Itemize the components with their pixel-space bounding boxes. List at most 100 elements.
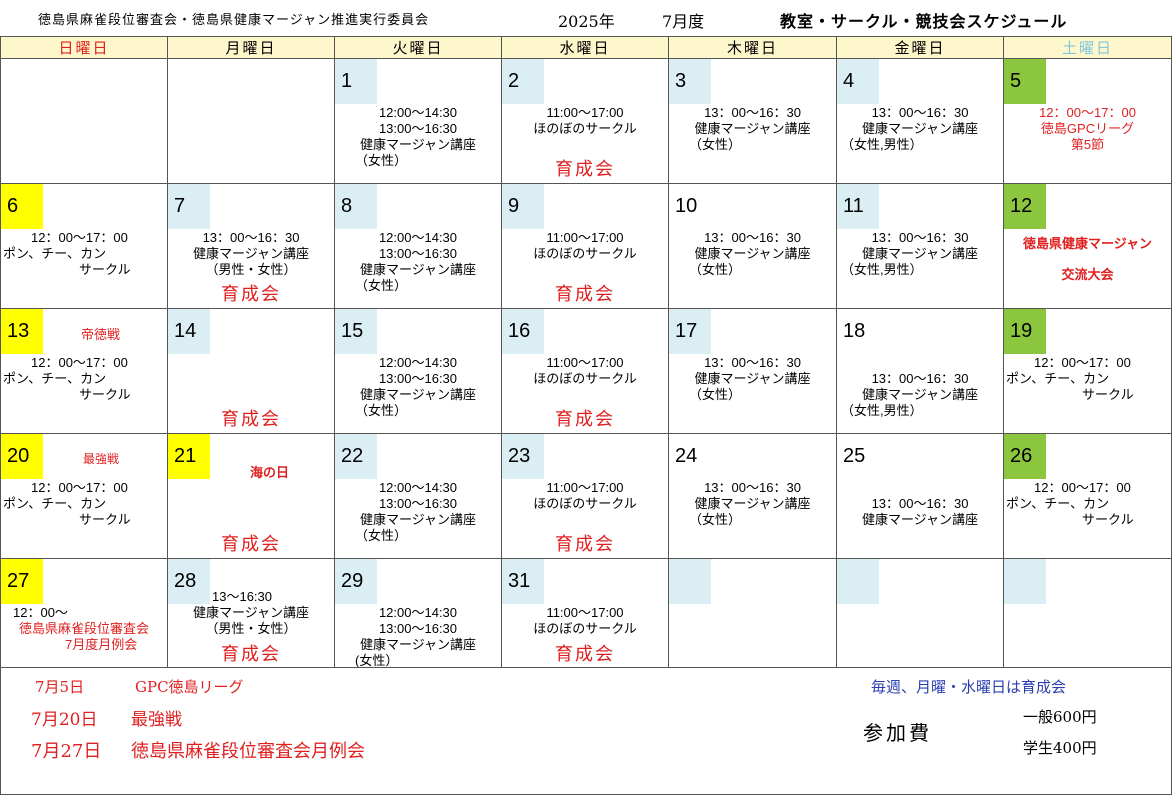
- empty-day-cell: [836, 558, 1004, 668]
- schedule-line: ポン、チー、カン: [3, 246, 107, 261]
- calendar-table: 日曜日 月曜日 火曜日 水曜日 木曜日 金曜日 土曜日 1 12:00～14:3…: [0, 36, 1172, 668]
- day-cell: 7 13：00～16：30 健康マージャン講座 （男性・女性） 育成会: [167, 183, 335, 309]
- day-schedule: 12:00～14:30 13:00～16:30 健康マージャン講座 （女性）: [336, 230, 501, 294]
- date-number: 9: [502, 184, 544, 229]
- day-cell: 21 海の日 育成会: [167, 433, 335, 559]
- day-cell: 9 11:00～17:00 ほのぼのサークル 育成会: [501, 183, 669, 309]
- weekday-thursday: 木曜日: [668, 36, 837, 59]
- date-number: 19: [1004, 309, 1046, 354]
- fee-student: 学生400円: [1023, 739, 1097, 757]
- schedule-line: ほのぼのサークル: [533, 371, 637, 386]
- day-schedule: 12:00～14:30 13:00～16:30 健康マージャン講座 （女性）: [336, 105, 501, 169]
- schedule-line: 徳島県麻雀段位審査会: [18, 621, 149, 636]
- event-label: 帝徳戦: [81, 327, 121, 342]
- schedule-line: （女性,男性）: [841, 403, 923, 418]
- empty-day-cell: [668, 558, 837, 668]
- schedule-line: 健康マージャン講座: [861, 387, 979, 402]
- schedule-line: 健康マージャン講座: [694, 246, 811, 261]
- day-cell: 29 12:00～14:30 13:00～16:30 健康マージャン講座 (女性…: [334, 558, 502, 668]
- schedule-line: 13：00～16：30: [704, 230, 801, 245]
- event-summary-date: 7月5日: [35, 678, 85, 696]
- day-schedule: 11:00～17:00 ほのぼのサークル: [503, 105, 668, 137]
- date-number: 6: [1, 184, 43, 229]
- week-row: 27 12：00～ 徳島県麻雀段位審査会 7月度月例会 28 13～16:30 …: [0, 558, 1172, 668]
- weekday-saturday: 土曜日: [1003, 36, 1172, 59]
- day-cell: 1 12:00～14:30 13:00～16:30 健康マージャン講座 （女性）: [334, 58, 502, 184]
- day-cell: 27 12：00～ 徳島県麻雀段位審査会 7月度月例会: [0, 558, 168, 668]
- day-schedule: 13：00～16：30 健康マージャン講座: [838, 496, 1003, 528]
- day-cell: 13 帝徳戦 12：00～17：00 ポン、チー、カン サークル: [0, 308, 168, 434]
- schedule-line: 11:00～17:00: [546, 480, 624, 495]
- schedule-line: 健康マージャン講座: [359, 637, 477, 652]
- day-schedule: 12：00～17：00 徳島GPCリーグ 第5節: [1005, 105, 1171, 153]
- event-summary-name: 徳島県麻雀段位審査会月例会: [131, 741, 365, 762]
- schedule-line: 第5節: [1070, 137, 1105, 152]
- weekday-header-row: 日曜日 月曜日 火曜日 水曜日 木曜日 金曜日 土曜日: [0, 36, 1172, 59]
- schedule-line: 健康マージャン講座: [694, 371, 811, 386]
- schedule-line: 健康マージャン講座: [359, 387, 477, 402]
- week-row: 1 12:00～14:30 13:00～16:30 健康マージャン講座 （女性）…: [0, 58, 1172, 184]
- day-schedule: 12：00～17：00 ポン、チー、カン サークル: [2, 230, 167, 278]
- day-schedule: 13：00～16：30 健康マージャン講座 （女性,男性）: [838, 230, 1003, 278]
- date-number: 17: [669, 309, 711, 354]
- week-row: 6 12：00～17：00 ポン、チー、カン サークル 7 13：00～16：3…: [0, 183, 1172, 309]
- date-number: 18: [837, 309, 879, 354]
- schedule-line: 12：00～17：00: [31, 480, 128, 495]
- date-number: [669, 559, 711, 604]
- date-number: 3: [669, 59, 711, 104]
- schedule-line: 13:00～16:30: [378, 621, 458, 636]
- date-number: 13: [1, 309, 43, 354]
- schedule-line: 12：00～17：00: [31, 355, 128, 370]
- schedule-line: （女性,男性）: [841, 262, 923, 277]
- schedule-line: 13:00～16:30: [378, 496, 458, 511]
- schedule-line: （女性）: [689, 512, 742, 527]
- event-summary-date: 7月20日: [31, 710, 98, 730]
- event-label: 最強戦: [83, 452, 120, 466]
- schedule-line: ポン、チー、カン: [3, 496, 107, 511]
- day-schedule: 12:00～14:30 13:00～16:30 健康マージャン講座 （女性）: [336, 480, 501, 544]
- day-cell: 6 12：00～17：00 ポン、チー、カン サークル: [0, 183, 168, 309]
- schedule-line: ポン、チー、カン: [1006, 496, 1110, 511]
- month-label: 7月度: [662, 12, 705, 31]
- date-number: 23: [502, 434, 544, 479]
- ikuseikai-label: 育成会: [221, 534, 281, 555]
- schedule-line: ほのぼのサークル: [533, 246, 637, 261]
- ikuseikai-label: 育成会: [221, 284, 281, 305]
- week-row: 20 最強戦 12：00～17：00 ポン、チー、カン サークル 21 海の日 …: [0, 433, 1172, 559]
- day-schedule: 11:00～17:00 ほのぼのサークル: [503, 230, 668, 262]
- day-schedule: 12:00～14:30 13:00～16:30 健康マージャン講座 (女性）: [336, 605, 501, 668]
- weekday-tuesday: 火曜日: [334, 36, 502, 59]
- schedule-line: 13：00～16：30: [704, 105, 801, 120]
- ikuseikai-label: 育成会: [555, 284, 615, 305]
- schedule-line: （男性・女性）: [205, 621, 297, 636]
- schedule-line: 徳島GPCリーグ: [1040, 121, 1135, 136]
- schedule-line: サークル: [79, 387, 131, 402]
- year-label: 2025年: [558, 12, 615, 31]
- schedule-line: (女性）: [355, 653, 399, 668]
- schedule-line: 健康マージャン講座: [861, 121, 979, 136]
- schedule-line: 13:00～16:30: [378, 121, 458, 136]
- ikuseikai-label: 育成会: [555, 534, 615, 555]
- empty-day-cell: [1003, 558, 1172, 668]
- page-header: 徳島県麻雀段位審査会・徳島県健康マージャン推進実行委員会 2025年 7月度 教…: [0, 0, 1172, 36]
- day-cell: 31 11:00～17:00 ほのぼのサークル 育成会: [501, 558, 669, 668]
- ikuseikai-label: 育成会: [555, 159, 615, 180]
- day-cell: 15 12:00～14:30 13:00～16:30 健康マージャン講座 （女性…: [334, 308, 502, 434]
- day-schedule: 13：00～16：30 健康マージャン講座 （女性）: [670, 480, 836, 528]
- day-cell: 5 12：00～17：00 徳島GPCリーグ 第5節: [1003, 58, 1172, 184]
- day-cell: 4 13：00～16：30 健康マージャン講座 （女性,男性）: [836, 58, 1004, 184]
- week-row: 13 帝徳戦 12：00～17：00 ポン、チー、カン サークル 14 育成会 …: [0, 308, 1172, 434]
- day-schedule: 13：00～16：30 健康マージャン講座 （女性）: [670, 230, 836, 278]
- schedule-line: 13：00～16：30: [871, 105, 969, 120]
- fee-general: 一般600円: [1023, 708, 1097, 726]
- date-number: 8: [335, 184, 377, 229]
- schedule-line: 交流大会: [1061, 267, 1114, 282]
- schedule-line: 健康マージャン講座: [861, 246, 979, 261]
- schedule-line: 12：00～17：00: [31, 230, 128, 245]
- schedule-line: （女性,男性）: [841, 137, 923, 152]
- day-schedule: 12:00～14:30 13:00～16:30 健康マージャン講座 （女性）: [336, 355, 501, 419]
- schedule-line: 徳島県健康マージャン: [1022, 236, 1153, 251]
- schedule-line: 健康マージャン講座: [861, 512, 979, 527]
